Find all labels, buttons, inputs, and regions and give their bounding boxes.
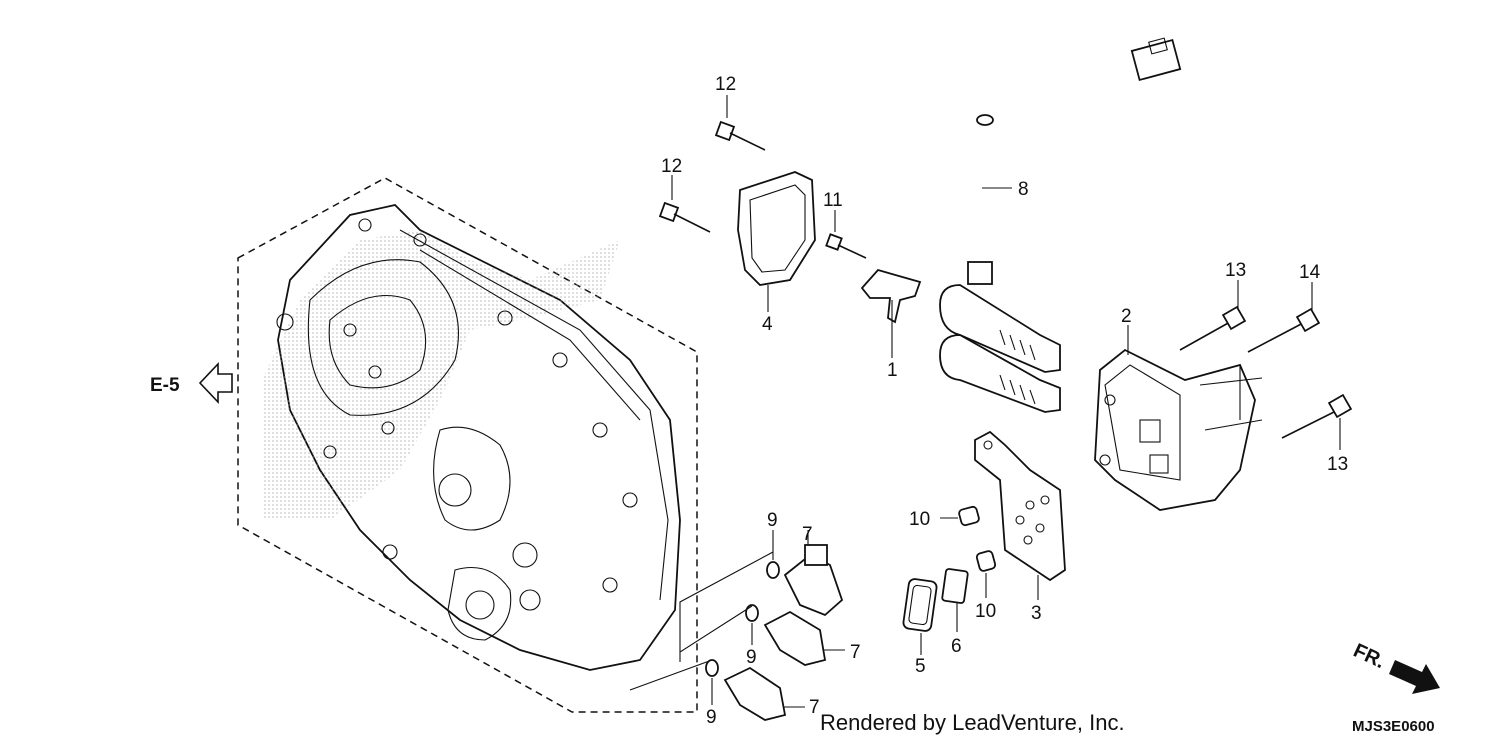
bolt-12-lower [658,201,711,233]
label-7-lower: 7 [809,697,820,718]
label-2: 2 [1121,306,1132,327]
cover-dashed-outline [237,177,698,713]
filter-6 [941,568,969,604]
wire-harness-8 [942,37,1182,287]
label-4: 4 [762,314,773,335]
label-10-upper: 10 [909,509,930,530]
label-1: 1 [887,360,898,381]
label-14: 14 [1299,262,1321,283]
svg-text:FR.: FR. [1350,640,1388,674]
switch-7-lower [723,666,787,721]
dowel-10-lower [975,550,997,572]
solenoid-cover-4 [737,171,816,286]
bolt-13-upper [1179,305,1247,351]
bolt-12-upper [714,120,766,151]
label-9-upper: 9 [767,510,778,531]
leader-lines [629,95,1341,708]
separator-plate-3 [974,430,1066,582]
diagram-code: MJS3E0600 [1352,718,1435,735]
label-12-lower: 12 [661,156,682,177]
label-7-upper: 7 [802,524,813,545]
label-6: 6 [951,636,962,657]
label-3: 3 [1031,603,1042,624]
label-8: 8 [1018,179,1029,200]
label-10-lower: 10 [975,601,996,622]
gasket-5 [902,578,938,632]
render-credit: Rendered by LeadVenture, Inc. [820,710,1125,735]
washer-9-middle [745,604,759,622]
clip-1 [860,268,922,324]
bolt-13-lower [1281,393,1353,439]
label-13-upper: 13 [1225,260,1246,281]
dowel-10-upper [958,505,980,527]
label-13-lower: 13 [1327,454,1348,475]
svg-text:E-5: E-5 [150,375,180,396]
label-9-lower: 9 [706,707,717,728]
bolt-14 [1247,307,1321,353]
washer-9-lower [705,659,719,677]
switch-7-middle [763,610,827,666]
label-12-upper: 12 [715,74,736,95]
shift-solenoids [939,261,1061,413]
label-5: 5 [915,656,926,677]
label-9-middle: 9 [746,647,757,668]
valve-body-2 [1094,348,1263,511]
label-7-middle: 7 [850,642,861,663]
label-11: 11 [823,190,843,211]
front-direction-arrow: FR. [1350,640,1440,694]
washer-9-upper [766,561,780,579]
transmission-cover [262,204,681,671]
e5-reference-arrow: E-5 [150,361,233,405]
switch-7-upper [783,544,844,617]
bolt-11 [825,233,867,259]
